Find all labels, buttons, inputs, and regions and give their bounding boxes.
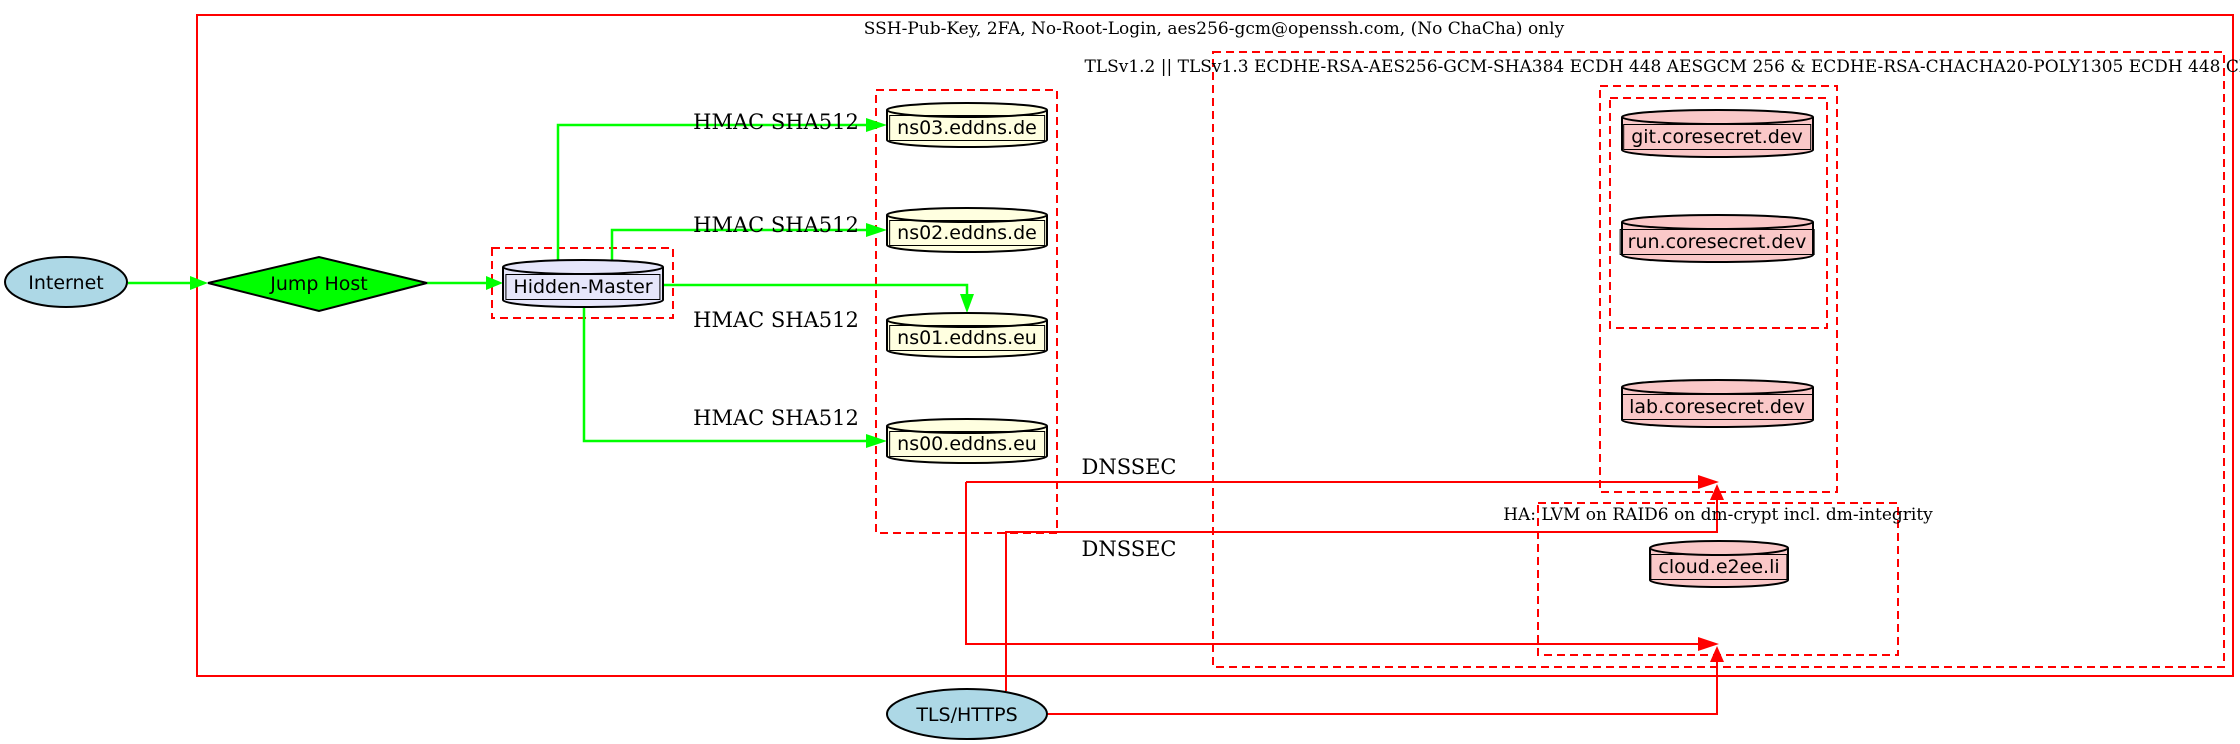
ns01-label: ns01.eddns.eu (889, 325, 1045, 351)
arrowhead-internet-jumphost (190, 276, 208, 290)
arrowhead-coresecret-right (1698, 475, 1719, 489)
arrowhead-ha-up (1710, 646, 1724, 662)
tls-https-node (886, 688, 1048, 740)
ns00-label: ns00.eddns.eu (889, 431, 1045, 457)
hmac-label-ns02: HMAC SHA512 (693, 213, 859, 237)
ssh-cluster-label: SSH-Pub-Key, 2FA, No-Root-Login, aes256-… (863, 19, 1565, 39)
hidden-master-label: Hidden-Master (505, 274, 661, 300)
lab-cylinder (1621, 379, 1814, 428)
arrowhead-ns02 (866, 223, 887, 237)
git-cylinder (1621, 109, 1814, 158)
cloud-label: cloud.e2ee.li (1650, 554, 1788, 580)
edge-hmac-ns03 (556, 123, 866, 260)
edge-hmac-ns01 (663, 283, 969, 294)
tls-cluster-label: TLSv1.2 || TLSv1.3 ECDHE-RSA-AES256-GCM-… (1084, 57, 2240, 77)
arrowhead-coresecret-up (1710, 484, 1724, 500)
jump-host-node (207, 255, 428, 313)
arrowhead-ns03 (866, 118, 887, 132)
git-label: git.coresecret.dev (1623, 124, 1811, 150)
tls-cluster-box (1212, 51, 2225, 668)
hmac-label-ns01: HMAC SHA512 (693, 308, 859, 332)
edge-tlshttps-ha (1047, 662, 1718, 715)
dnssec-label-2: DNSSEC (1081, 537, 1177, 561)
internet-label: Internet (28, 272, 104, 294)
ns03-cylinder (886, 102, 1048, 148)
dnssec-label-1: DNSSEC (1081, 455, 1177, 479)
lab-label: lab.coresecret.dev (1621, 394, 1813, 420)
arrowhead-ha-right (1698, 637, 1719, 651)
ns02-cylinder (886, 207, 1048, 253)
arrowhead-ns00 (866, 434, 887, 448)
hidden-master-cluster-box (491, 247, 674, 319)
ns01-cylinder (886, 312, 1048, 358)
ns00-cylinder (886, 418, 1048, 464)
ha-cluster-label: HA: LVM on RAID6 on dm-crypt incl. dm-in… (1503, 505, 1933, 525)
run-cylinder (1621, 214, 1814, 263)
arrowhead-jumphost-hiddenmaster (486, 276, 503, 290)
ns03-label: ns03.eddns.de (889, 115, 1045, 141)
ns02-label: ns02.eddns.de (889, 220, 1045, 246)
edge-tlshttps-coresecret (1005, 500, 1718, 691)
arrowhead-ns01 (960, 294, 974, 313)
gitrun-cluster-box (1609, 97, 1828, 329)
hmac-label-ns03: HMAC SHA512 (693, 110, 859, 134)
run-label: run.coresecret.dev (1619, 229, 1815, 255)
jump-host-label: Jump Host (270, 273, 368, 295)
internet-node (4, 256, 128, 308)
ssh-cluster-box (196, 14, 2234, 677)
cloud-cylinder (1649, 540, 1789, 588)
edge-hmac-ns00 (582, 307, 866, 443)
hmac-label-ns00: HMAC SHA512 (693, 406, 859, 430)
edge-dnssec-ha (965, 482, 1698, 645)
edge-hmac-ns02 (610, 228, 866, 260)
tls-https-label: TLS/HTTPS (916, 704, 1018, 726)
hidden-master-cylinder (502, 259, 664, 308)
